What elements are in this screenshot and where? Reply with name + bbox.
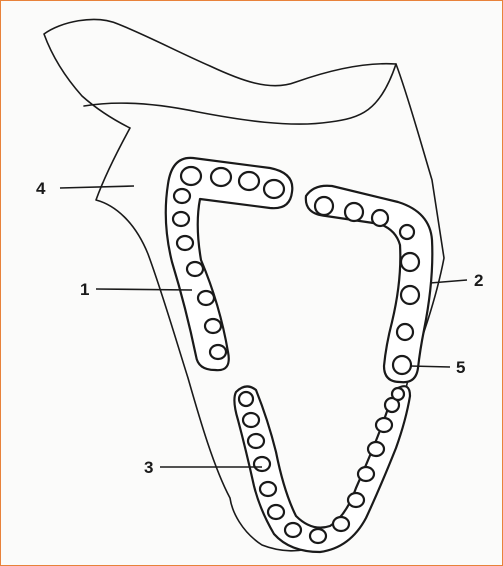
- screw-hole: [248, 434, 264, 448]
- screw-hole: [392, 388, 404, 400]
- screw-hole: [358, 467, 374, 481]
- screw-hole: [264, 180, 284, 198]
- leader-line-2: [430, 280, 467, 283]
- screw-hole: [401, 253, 419, 271]
- screw-hole: [397, 324, 413, 340]
- screw-hole: [239, 392, 253, 406]
- screw-hole: [260, 482, 276, 496]
- screw-hole: [368, 442, 384, 456]
- screw-hole: [174, 189, 190, 203]
- screw-hole: [348, 493, 364, 507]
- scapular-spine-line: [84, 64, 396, 124]
- screw-hole: [177, 236, 193, 250]
- callout-1: 1: [80, 280, 89, 299]
- callout-5: 5: [456, 358, 465, 377]
- screw-hole: [181, 167, 201, 185]
- screw-hole: [333, 517, 349, 531]
- screw-hole: [173, 212, 189, 226]
- leader-line-5: [410, 366, 450, 367]
- screw-hole: [393, 356, 411, 374]
- leader-line-4: [60, 186, 134, 188]
- screw-hole: [400, 225, 414, 239]
- screw-hole: [211, 168, 231, 186]
- callout-2: 2: [474, 271, 483, 290]
- callout-4: 4: [36, 179, 46, 198]
- screw-hole: [401, 286, 419, 304]
- screw-hole: [285, 523, 301, 537]
- screw-hole: [254, 457, 270, 471]
- screw-hole: [310, 529, 326, 543]
- screw-hole: [372, 210, 388, 226]
- screw-hole: [210, 345, 226, 359]
- screw-hole: [187, 262, 203, 276]
- screw-hole: [376, 418, 392, 432]
- leader-line-1: [96, 289, 192, 290]
- screw-hole: [268, 505, 284, 519]
- screw-hole: [205, 319, 221, 333]
- screw-hole: [239, 172, 259, 190]
- screw-hole: [315, 197, 333, 215]
- screw-hole: [345, 203, 363, 221]
- callout-3: 3: [144, 458, 153, 477]
- screw-hole: [198, 291, 214, 305]
- screw-hole: [243, 413, 259, 427]
